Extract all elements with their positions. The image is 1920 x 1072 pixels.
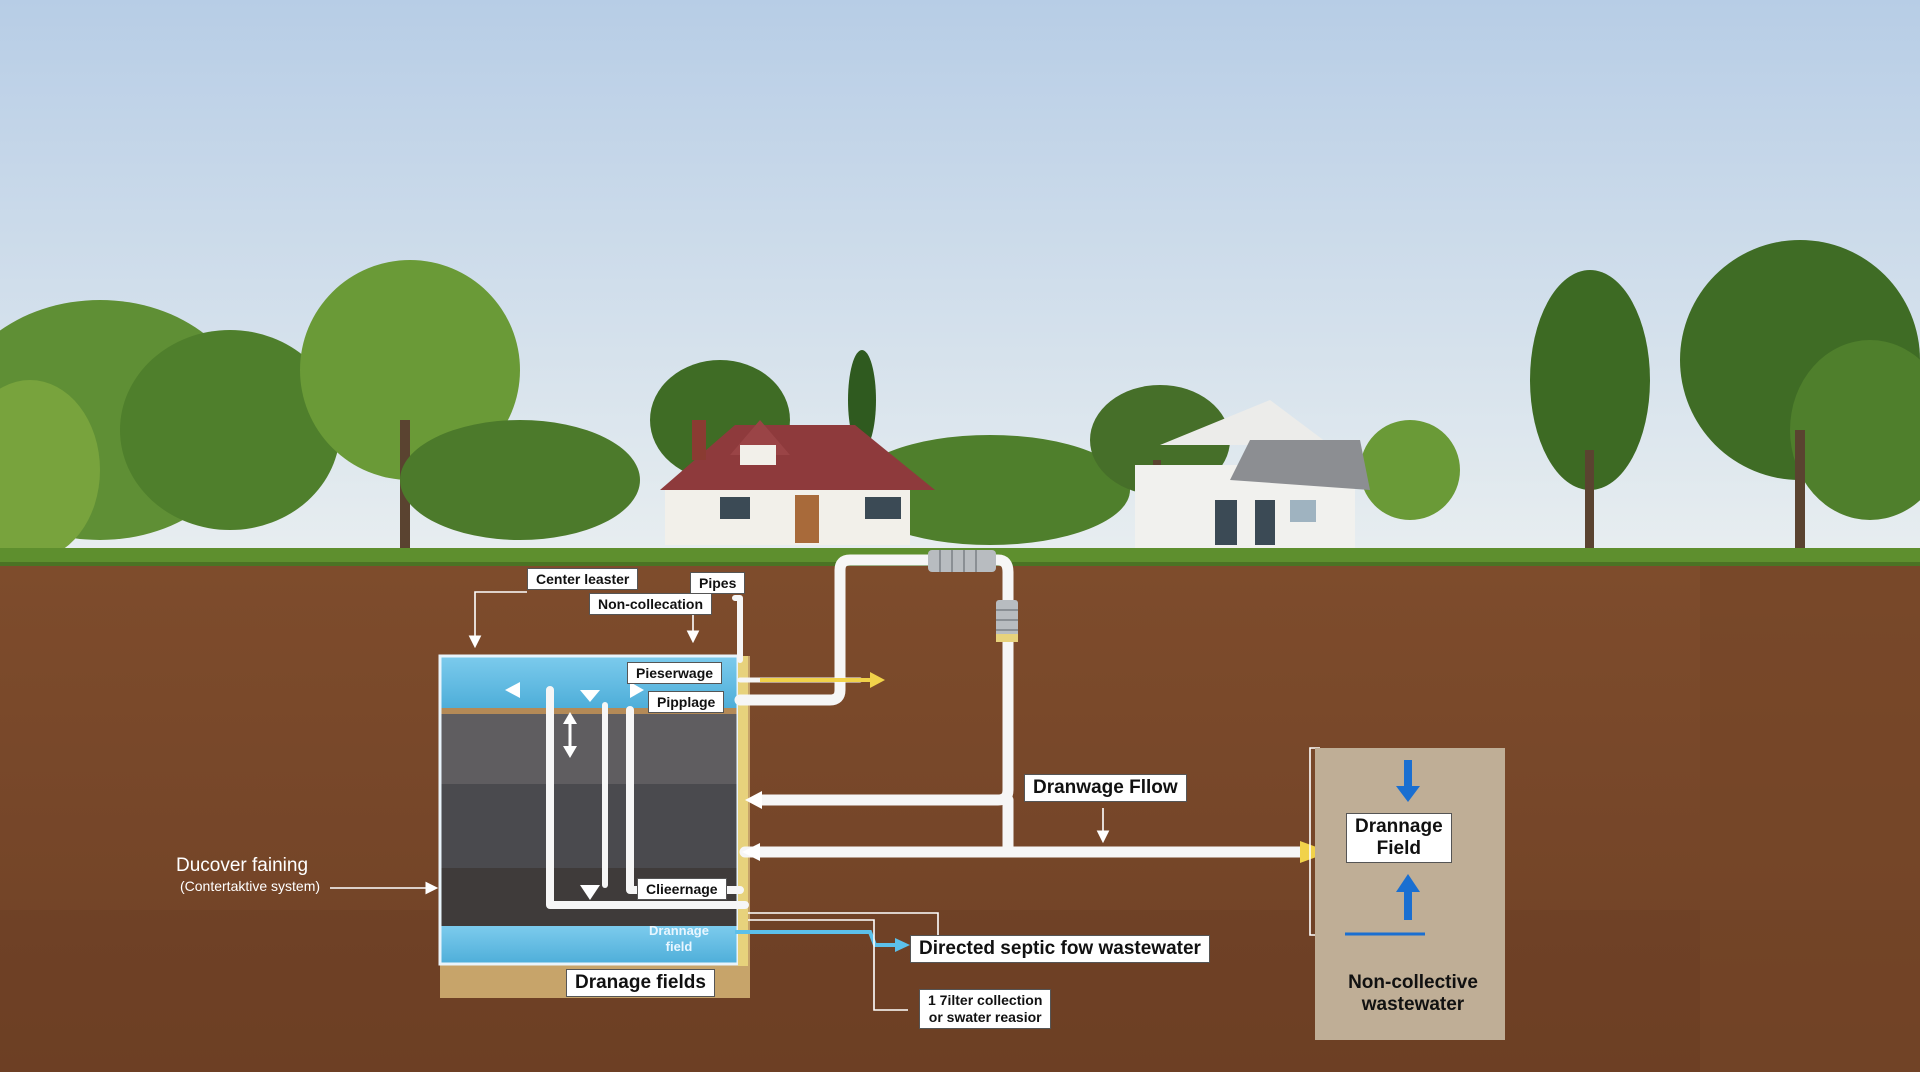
label-contertaktive-system: (Contertaktive system) [180,878,321,894]
up-arrow-icon [1396,874,1420,892]
right-arrow-icon [630,682,644,698]
label-dranage-fields: Dranage fields [566,969,715,997]
label-tank-field: field [665,939,693,954]
label-center-leaster: Center leaster [527,568,639,590]
label-non-collective-line1: Non-collective [1348,972,1478,993]
soil [0,562,1920,1072]
label-tank-drannage-field: Drannage field [634,923,724,955]
drainage-field [1315,748,1505,1040]
tree-line [0,240,1920,560]
label-non-collective-line2: wastewater [1361,994,1465,1015]
label-clieernage: Clieernage [637,878,727,900]
label-dranwage-flow: Dranwage Fllow [1024,774,1187,802]
label-drannage-field-line2: Field [1376,838,1421,859]
down-arrow-icon [1396,786,1420,802]
label-filter-collection: 1 7ilter collection or swater reasior [919,989,1052,1029]
label-drannage-field-line1: Drannage [1355,816,1443,837]
label-non-collective-wastewater: Non-collective wastewater [1340,972,1486,1016]
septic-tank [438,654,750,998]
label-directed-septic-flow: Directed septic fow wastewater [910,935,1210,963]
up-down-arrow-icon [563,712,577,724]
left-arrow-icon [505,682,520,698]
left-arrow-icon [745,791,762,809]
yellow-arrow-icon [870,672,885,688]
label-ducover-faining: Ducover faining [176,855,309,876]
flow-arrows [505,672,1330,952]
label-tank-drannage: Drannage [649,923,709,938]
label-pipes: Pipes [690,572,746,594]
label-filter-collection-line2: or swater reasior [928,1009,1042,1025]
house-right [1135,400,1370,550]
label-non-collecation: Non-collecation [589,593,713,615]
pipe-connector [928,550,1018,642]
label-pipplage: Pipplage [648,691,725,713]
label-filter-collection-line1: 1 7ilter collection [928,992,1043,1008]
house-left [660,420,935,545]
label-pieserwage: Pieserwage [627,662,723,684]
label-drannage-field: Drannage Field [1346,813,1452,863]
left-arrow-icon [742,843,760,861]
